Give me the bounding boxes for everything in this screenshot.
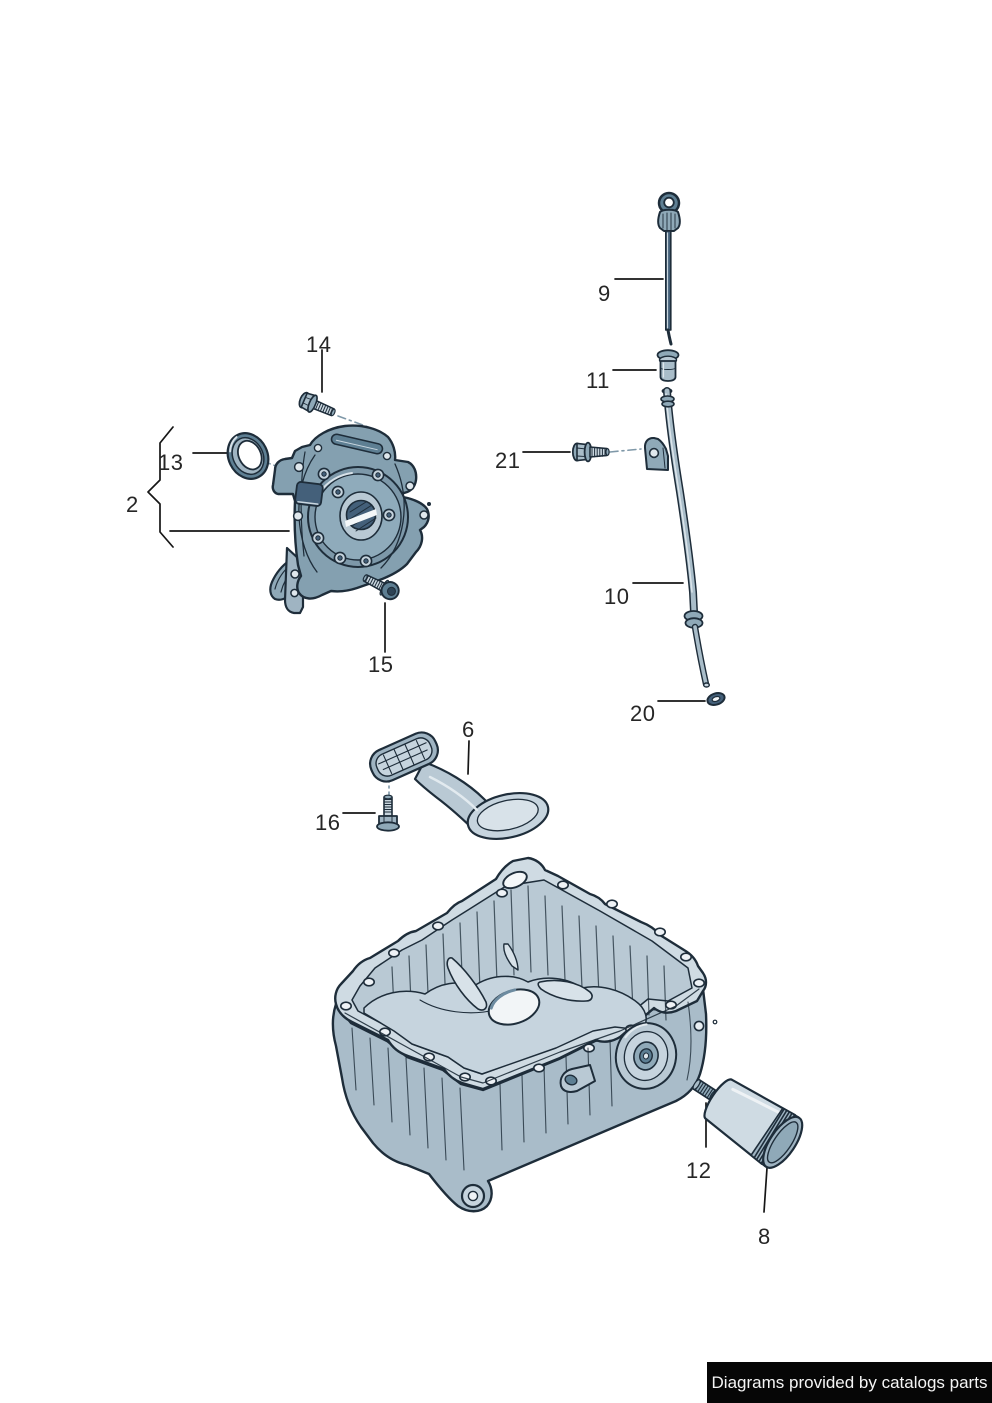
callout-9: 9 (598, 281, 611, 306)
pump-arch-slot (330, 433, 384, 455)
pickup-strainer (369, 731, 439, 783)
dipstick-part-9 (657, 191, 681, 346)
callout-2: 2 (126, 492, 139, 517)
callout-20: 20 (630, 701, 656, 726)
pickup-flange (466, 792, 550, 840)
pan-stub (559, 1064, 596, 1093)
bolt-part-14 (298, 391, 336, 417)
pan-drain-hole (487, 988, 541, 1026)
bolt-part-16 (376, 794, 400, 832)
callout-10: 10 (604, 584, 630, 609)
pump-bolt-bosses (311, 467, 396, 568)
watermark-footer: Diagrams provided by catalogs parts (707, 1362, 992, 1403)
callout-16: 16 (315, 810, 341, 835)
seal-part-20 (706, 692, 726, 706)
oil-filter-part-8 (703, 1078, 804, 1169)
callout-8: 8 (758, 1224, 771, 1249)
bracket-2 (147, 426, 174, 548)
callout-15: 15 (368, 652, 394, 677)
callout-11: 11 (586, 368, 610, 393)
callout-21: 21 (495, 448, 521, 473)
pan-baffle-leaf (503, 943, 519, 971)
callout-14: 14 (306, 332, 332, 357)
shaft-seal-part-13 (226, 432, 270, 480)
oil-pan (331, 856, 718, 1213)
pan-body (331, 987, 708, 1213)
oil-pickup-tube-part-6 (369, 731, 550, 840)
callout-13: 13 (158, 450, 184, 475)
callout-12: 12 (686, 1158, 712, 1183)
pan-filter-boss (614, 1022, 678, 1090)
pan-baffle-leaf (537, 979, 593, 1002)
bolt-part-15 (362, 574, 400, 601)
dipstick-guide-tube-part-10 (643, 387, 711, 688)
bolt-part-21 (571, 441, 610, 463)
callout-6: 6 (462, 717, 475, 742)
watermark-text: Diagrams provided by catalogs parts (711, 1372, 988, 1392)
oil-pump-part-2 (269, 424, 431, 615)
pump-port (294, 481, 324, 507)
pan-baffle-leaf (446, 957, 488, 1011)
dipstick-funnel-part-11 (656, 349, 680, 382)
pan-top-oval (502, 870, 528, 890)
